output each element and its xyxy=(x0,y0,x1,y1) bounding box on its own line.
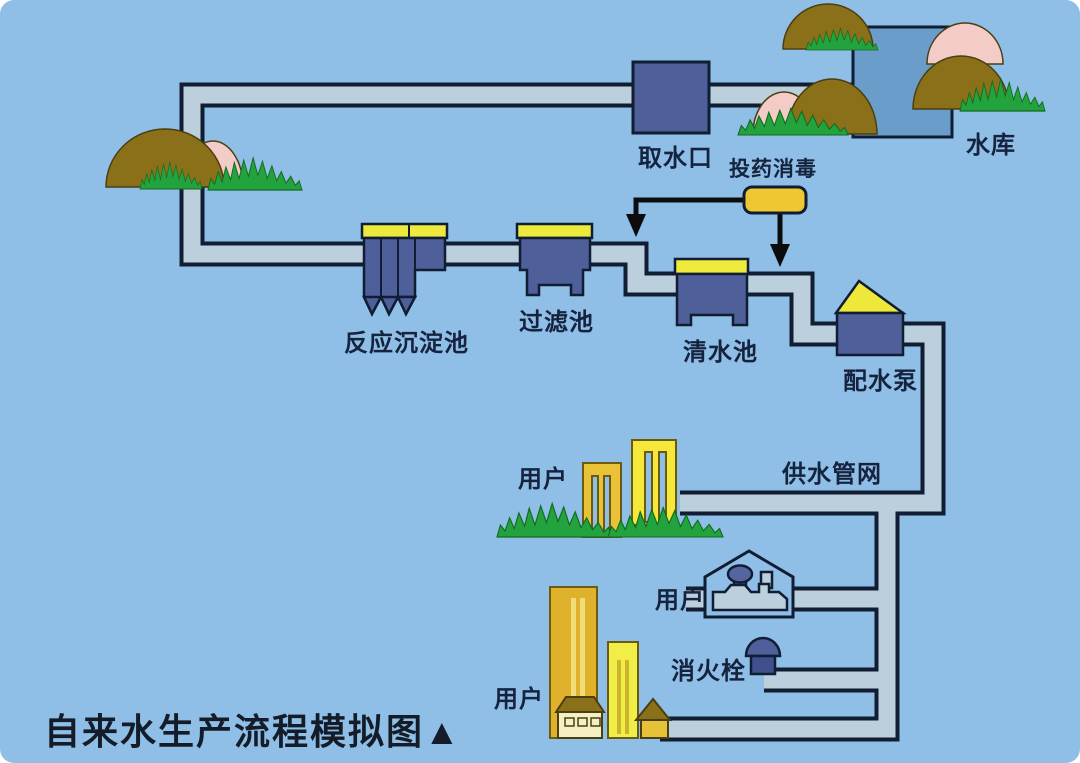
hydrant-body xyxy=(749,654,777,676)
filter-cap xyxy=(515,222,594,240)
mountain-olive-left xyxy=(105,128,225,188)
filter-body xyxy=(518,236,592,297)
label-sedimentation: 反应沉淀池 xyxy=(344,330,469,357)
faucet-body xyxy=(711,582,789,612)
diagram-title: 自来水生产流程模拟图▲ xyxy=(44,711,462,752)
intake-box xyxy=(631,60,711,135)
user-buildings xyxy=(496,439,724,538)
label-hydrant: 消火栓 xyxy=(671,658,746,685)
pipe-main-casing xyxy=(179,82,946,516)
clear-water-tank xyxy=(673,257,750,327)
dosing-arrow-left xyxy=(633,197,744,216)
label-user-house: 用户 xyxy=(655,587,705,614)
pipe-main-bore xyxy=(183,86,942,512)
label-clear-tank: 清水池 xyxy=(683,339,758,366)
dosing-unit xyxy=(626,185,808,267)
mountain-pink-right xyxy=(926,22,1004,65)
label-intake: 取水口 xyxy=(638,145,713,172)
pale-house-window-1 xyxy=(564,717,575,727)
label-filter: 过滤池 xyxy=(519,309,594,336)
dosing-arrowhead-down xyxy=(770,244,790,267)
pale-house-window-2 xyxy=(577,717,588,727)
clear-tank-body xyxy=(675,272,749,327)
narrow-tower xyxy=(607,641,639,739)
mountain-olive-top xyxy=(782,3,874,50)
pale-house-window-3 xyxy=(590,717,601,727)
tower-b xyxy=(631,439,677,526)
sedimentation-cap xyxy=(360,222,449,240)
tall-tower-stripe-2 xyxy=(580,598,585,698)
user-towers xyxy=(549,586,673,739)
pipe-branch-bore xyxy=(660,497,896,738)
label-user-towers: 用户 xyxy=(494,686,544,713)
label-pump: 配水泵 xyxy=(843,368,918,395)
dosing-box xyxy=(742,185,808,215)
small-house-body xyxy=(640,719,669,739)
faucet-knob xyxy=(726,564,754,584)
fire-hydrant xyxy=(744,636,782,676)
user-house xyxy=(703,549,795,619)
narrow-tower-stripe-2 xyxy=(625,660,629,734)
dosing-arrowhead-left xyxy=(626,214,646,237)
pump-body xyxy=(835,311,905,357)
pump-roof xyxy=(833,279,907,315)
faucet xyxy=(711,564,789,612)
label-network: 供水管网 xyxy=(782,461,882,488)
narrow-tower-stripe-1 xyxy=(617,660,621,734)
sedimentation-hoppers xyxy=(362,295,418,317)
tower-a-slot-2 xyxy=(603,475,611,535)
distribution-pump xyxy=(833,279,907,357)
label-dosing: 投药消毒 xyxy=(729,158,817,181)
label-reservoir: 水库 xyxy=(966,132,1016,159)
tall-tower-stripe-1 xyxy=(571,598,576,698)
label-user-buildings: 用户 xyxy=(518,466,568,493)
small-house-roof xyxy=(633,697,673,721)
scenery xyxy=(105,3,1046,191)
filter-tank xyxy=(515,222,594,297)
clear-tank-cap xyxy=(673,257,750,276)
sedimentation-tank xyxy=(360,222,449,317)
hydrant-dome xyxy=(744,636,782,658)
